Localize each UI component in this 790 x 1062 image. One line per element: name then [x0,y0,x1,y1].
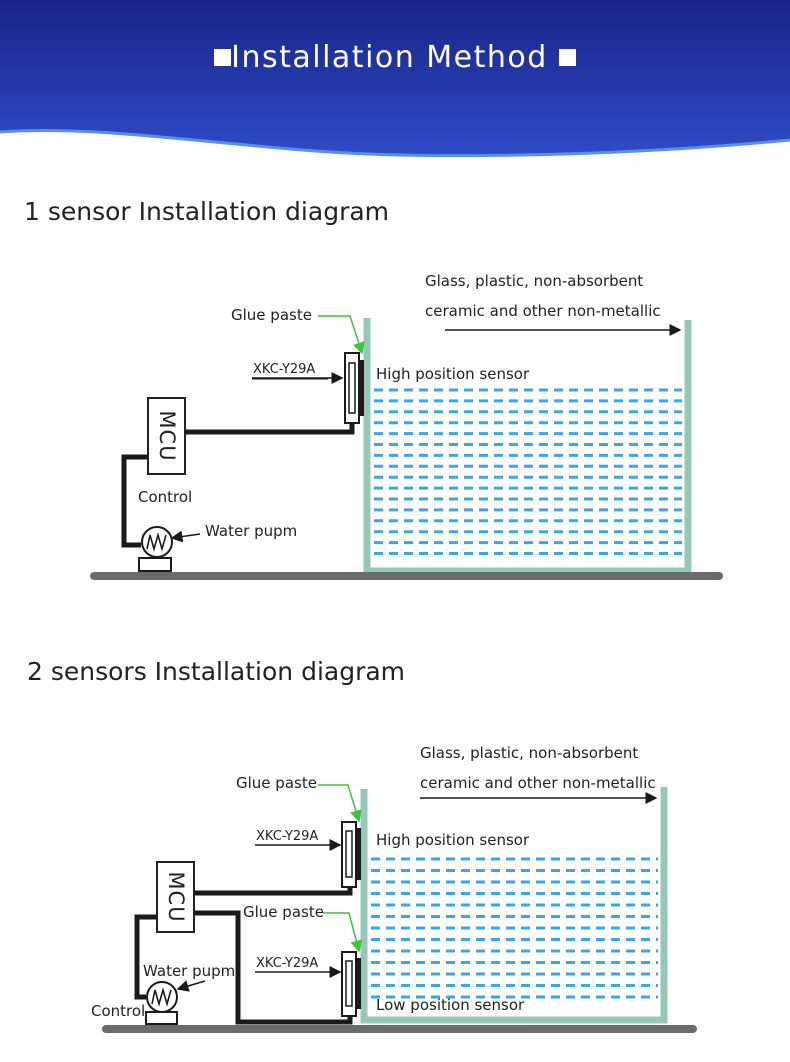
signal-wire [185,423,355,435]
water-pump-label: Water pupm [205,522,298,540]
diagram-1-drawing [90,315,723,580]
section-title-2-sensors: 2 sensors Installation diagram [27,657,406,686]
sensor-model-label-high: XKC-Y29A [256,829,319,844]
signal-wire-high [194,887,353,896]
diagram-1-sensor: MCU Glass, plastic, non-absorbent cerami… [0,265,790,590]
mcu-box: MCU [156,861,195,933]
water-pump-label: Water pupm [143,962,236,980]
water-pump-icon [146,981,178,1013]
high-position-sensor-label: High position sensor [376,831,530,849]
control-wire [134,914,157,1000]
low-position-sensor-label: Low position sensor [376,996,525,1014]
signal-wire-low [194,910,353,1025]
mcu-box: MCU [147,397,186,475]
container-note-line2: ceramic and other non-metallic [425,302,661,320]
control-label: Control [138,488,193,506]
sensor-model-label-low: XKC-Y29A [256,956,319,971]
water-pump-icon [141,526,173,558]
glue-paste-label-low: Glue paste [243,903,324,921]
pump-arrow [176,980,206,992]
container-note-line1: Glass, plastic, non-absorbent [425,272,644,290]
pump-base [145,1011,178,1025]
diagram-2-drawing [102,784,697,1033]
glue-paste-label-high: Glue paste [236,774,317,792]
control-label: Control [91,1002,146,1020]
sensor-model-label: XKC-Y29A [253,362,316,377]
glue-arrow-high [318,784,362,823]
square-bullet-icon [558,49,576,66]
diagram-2-sensors: MCU Glass, plastic, non-absorbent cerami… [0,735,790,1062]
glue-arrow-low [323,912,363,953]
page-title: Installation Method [0,40,790,75]
water-dashes [374,388,682,555]
water-dashes [371,857,658,999]
square-bullet-icon [214,49,232,66]
pump-base [138,557,172,572]
container-note-line1: Glass, plastic, non-absorbent [420,744,639,762]
section-title-1-sensor: 1 sensor Installation diagram [24,197,390,226]
tank-container [363,318,692,575]
glue-paste-label: Glue paste [231,306,312,324]
pump-arrow [170,530,201,543]
control-wire [121,454,148,548]
header-banner: Installation Method [0,0,790,175]
high-position-sensor-label: High position sensor [376,365,530,383]
banner-background [0,0,790,158]
glue-arrow [318,315,365,355]
tank-container [360,787,668,1024]
container-note-line2: ceramic and other non-metallic [420,774,656,792]
